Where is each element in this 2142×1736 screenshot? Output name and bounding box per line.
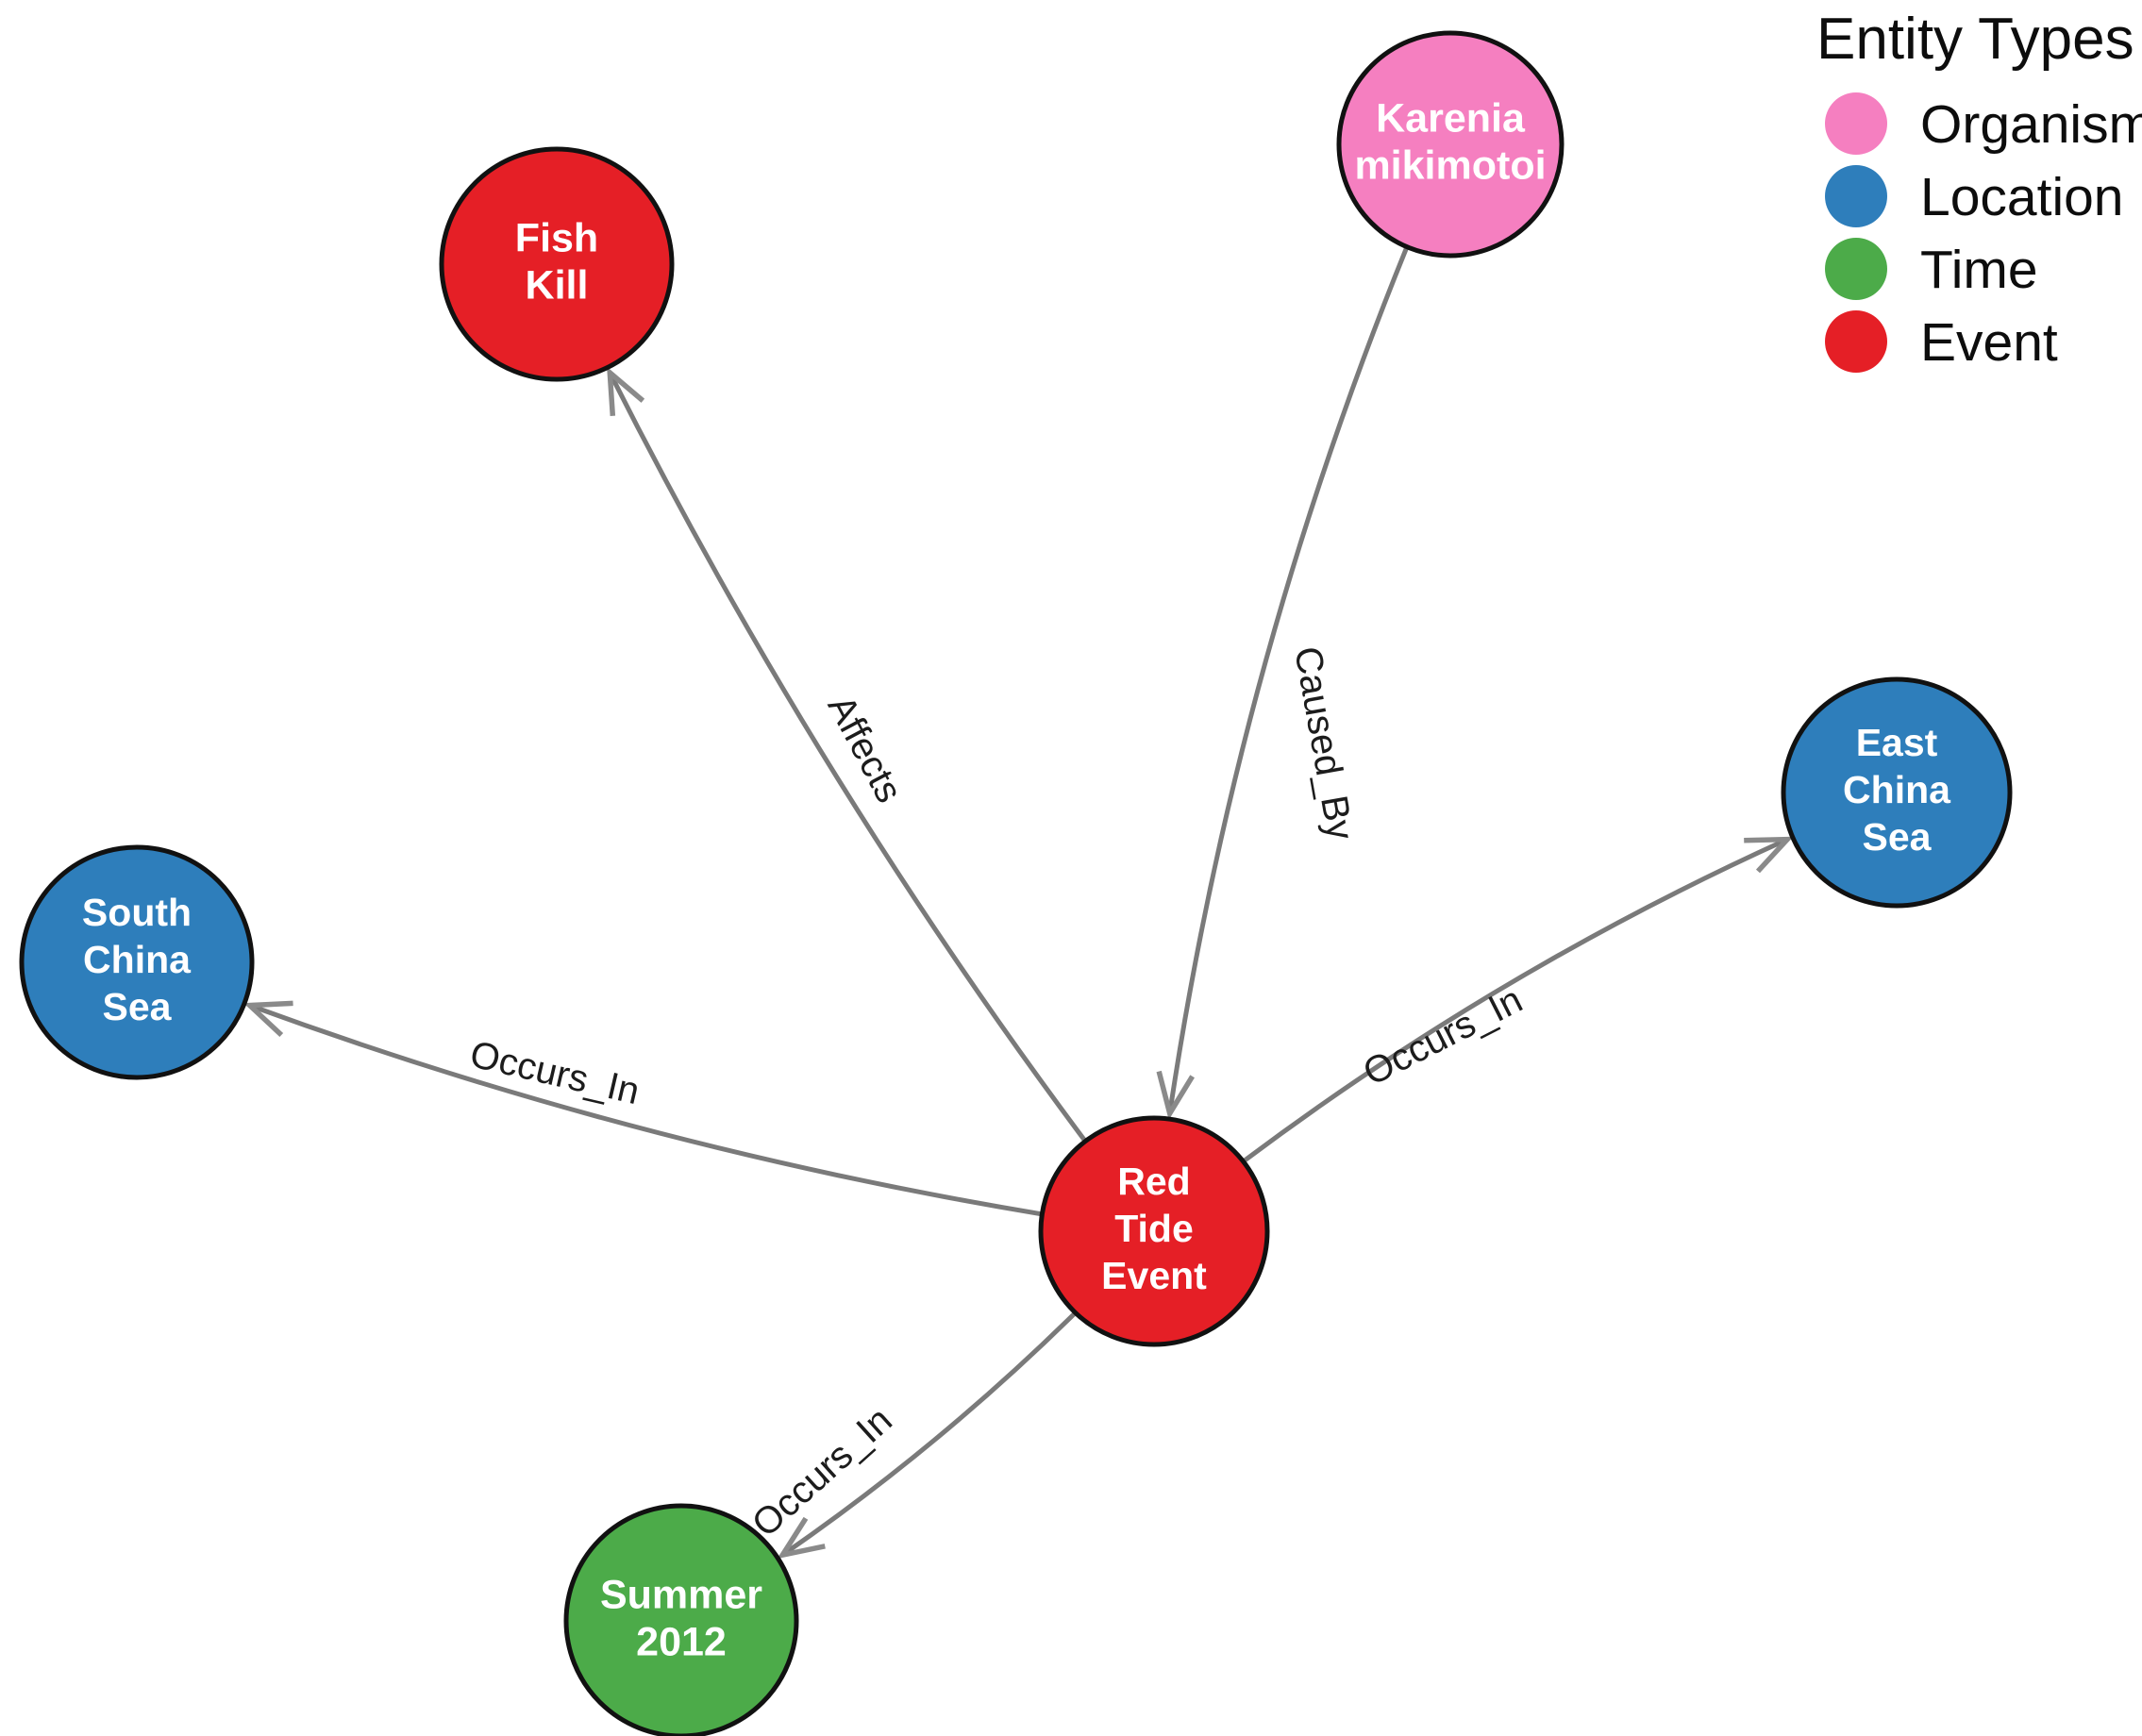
legend-label-event: Event [1920, 312, 2058, 373]
legend-item-organism: Organism [1825, 92, 2142, 155]
arrowhead-occurs_sum [777, 1516, 826, 1560]
legend-label-time: Time [1920, 240, 2038, 300]
legend-swatch-time [1825, 238, 1887, 300]
legend-label-location: Location [1920, 167, 2124, 227]
arrowhead-occurs_scs [243, 1000, 293, 1038]
edge-occurs_sum [780, 1311, 1077, 1558]
node-circle-summer_2012[interactable] [563, 1503, 799, 1736]
node-label-red_tide: Tide [1114, 1207, 1194, 1250]
edge-label-caused_by: Caused_By [1286, 643, 1361, 843]
node-label-east_china: China [1843, 768, 1951, 811]
legend-swatch-organism [1825, 92, 1887, 155]
edge-occurs_scs [248, 1003, 1041, 1217]
node-circle-fish_kill[interactable] [439, 146, 675, 382]
legend-item-event: Event [1825, 310, 2058, 373]
arrowhead-caused_by [1156, 1070, 1195, 1121]
node-label-east_china: Sea [1863, 815, 1933, 859]
node-label-east_china: East [1856, 721, 1938, 764]
edge-occurs_ecs [1243, 837, 1789, 1162]
node-label-karenia: Karenia [1376, 95, 1526, 141]
node-circle-south_china[interactable] [19, 844, 255, 1080]
node-label-fish_kill: Fish [515, 215, 598, 260]
node-label-south_china: China [83, 938, 192, 981]
node-label-red_tide: Event [1101, 1254, 1207, 1297]
legend-item-time: Time [1825, 238, 2038, 300]
legend-label-organism: Organism [1920, 94, 2142, 155]
edge-affects [608, 371, 1086, 1142]
nodes-layer: KareniamikimotoiFishKillRedTideEventSout… [19, 30, 2013, 1736]
arrowhead-affects [607, 366, 645, 417]
edge-label-occurs_sum: Occurs_In [745, 1399, 900, 1545]
node-label-summer_2012: 2012 [636, 1619, 727, 1664]
node-label-red_tide: Red [1117, 1160, 1190, 1203]
node-label-south_china: South [82, 891, 192, 934]
node-label-summer_2012: Summer [600, 1572, 762, 1617]
legend-title: Entity Types [1816, 7, 2134, 72]
node-label-karenia: mikimotoi [1354, 142, 1546, 188]
node-label-south_china: Sea [103, 985, 173, 1028]
edge-label-occurs_ecs: Occurs_In [1357, 978, 1529, 1093]
edge-caused_by [1167, 247, 1409, 1114]
node-circle-east_china[interactable] [1781, 676, 2013, 909]
node-circle-red_tide[interactable] [1038, 1115, 1270, 1347]
node-circle-karenia[interactable] [1336, 30, 1565, 259]
edges-layer [243, 247, 1794, 1560]
arrowhead-occurs_ecs [1744, 836, 1794, 874]
edge-label-occurs_scs: Occurs_In [466, 1033, 644, 1112]
legend-swatch-location [1825, 165, 1887, 227]
node-label-fish_kill: Kill [526, 262, 589, 308]
legend-swatch-event [1825, 310, 1887, 373]
legend-item-location: Location [1825, 165, 2124, 227]
edge-label-affects: Affects [820, 689, 911, 810]
